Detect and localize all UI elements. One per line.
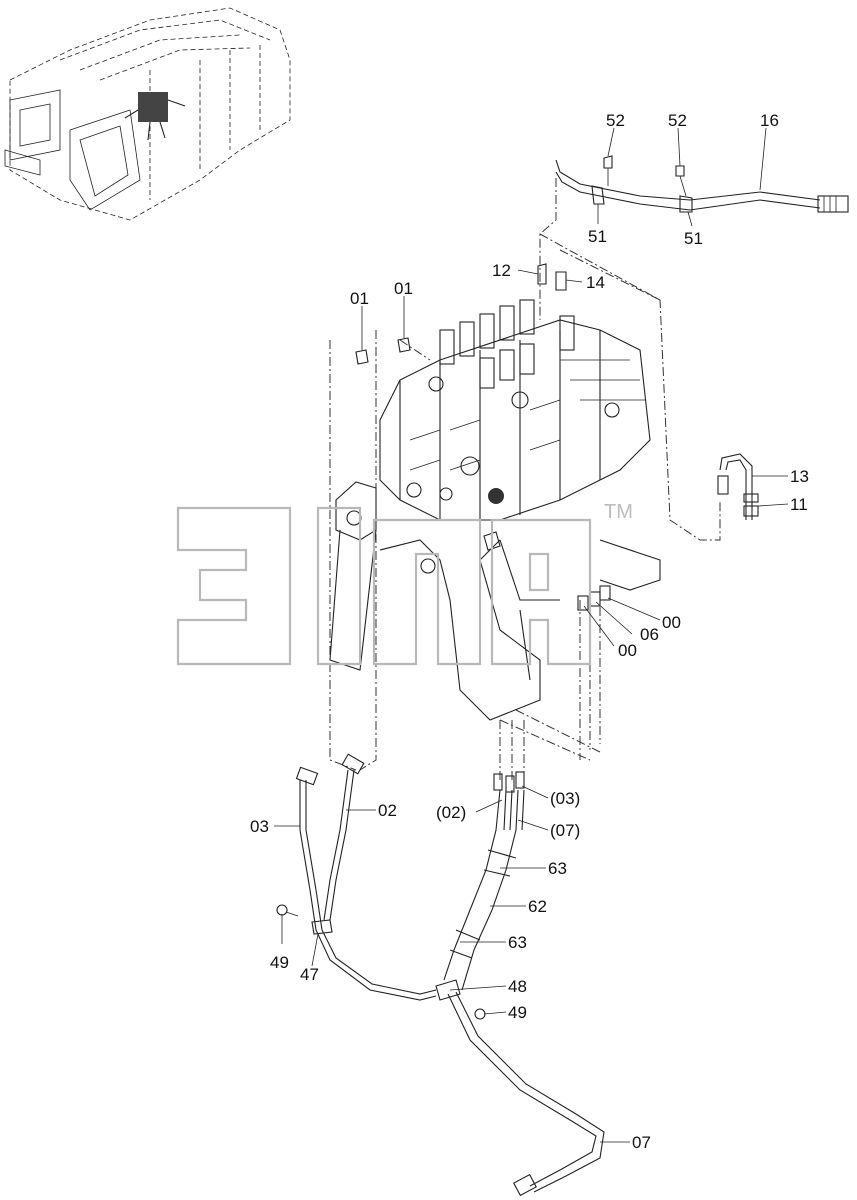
callout-51: 51 (684, 229, 703, 248)
assembly-lines (329, 178, 721, 780)
callout-03-ref: (03) (550, 789, 580, 808)
callout-00: 00 (618, 641, 637, 660)
callout-01: 01 (394, 279, 413, 298)
fittings-12-14-01 (355, 263, 567, 365)
hose-bundle-62-63 (435, 771, 525, 1020)
hoses-02-03 (276, 753, 437, 1001)
hose-07 (447, 991, 605, 1197)
callout-00: 00 (662, 613, 681, 632)
callout-12: 12 (492, 261, 511, 280)
callout-16: 16 (760, 111, 779, 130)
callout-13: 13 (790, 467, 809, 486)
callout-47: 47 (300, 965, 319, 984)
callout-49: 49 (508, 1003, 527, 1022)
callout-52: 52 (606, 111, 625, 130)
callout-07: 07 (632, 1133, 651, 1152)
callout-labels: 52 52 16 51 51 12 14 01 01 13 11 00 06 0… (250, 111, 809, 1152)
callout-51: 51 (588, 227, 607, 246)
callout-62: 62 (528, 897, 547, 916)
callout-02-ref: (02) (436, 803, 466, 822)
callout-03: 03 (250, 817, 269, 836)
leader-lines (274, 127, 789, 1143)
valve-highlight-icon (124, 92, 186, 141)
control-valve (379, 299, 651, 521)
callout-07-ref: (07) (550, 821, 580, 840)
callout-63: 63 (508, 933, 527, 952)
callout-63: 63 (548, 859, 567, 878)
watermark: TM (176, 501, 633, 666)
callout-01: 01 (350, 289, 369, 308)
machine-overview-inset (4, 7, 291, 221)
callout-48: 48 (508, 977, 527, 996)
callout-14: 14 (586, 273, 605, 292)
pilot-hose-13 (717, 453, 759, 520)
callout-52: 52 (668, 111, 687, 130)
callout-06: 06 (640, 625, 659, 644)
callout-02: 02 (378, 801, 397, 820)
callout-11: 11 (790, 495, 808, 514)
fittings-00-06 (577, 585, 611, 611)
pilot-hose-16 (555, 155, 849, 213)
callout-49: 49 (270, 953, 289, 972)
watermark-tm: TM (604, 501, 633, 523)
